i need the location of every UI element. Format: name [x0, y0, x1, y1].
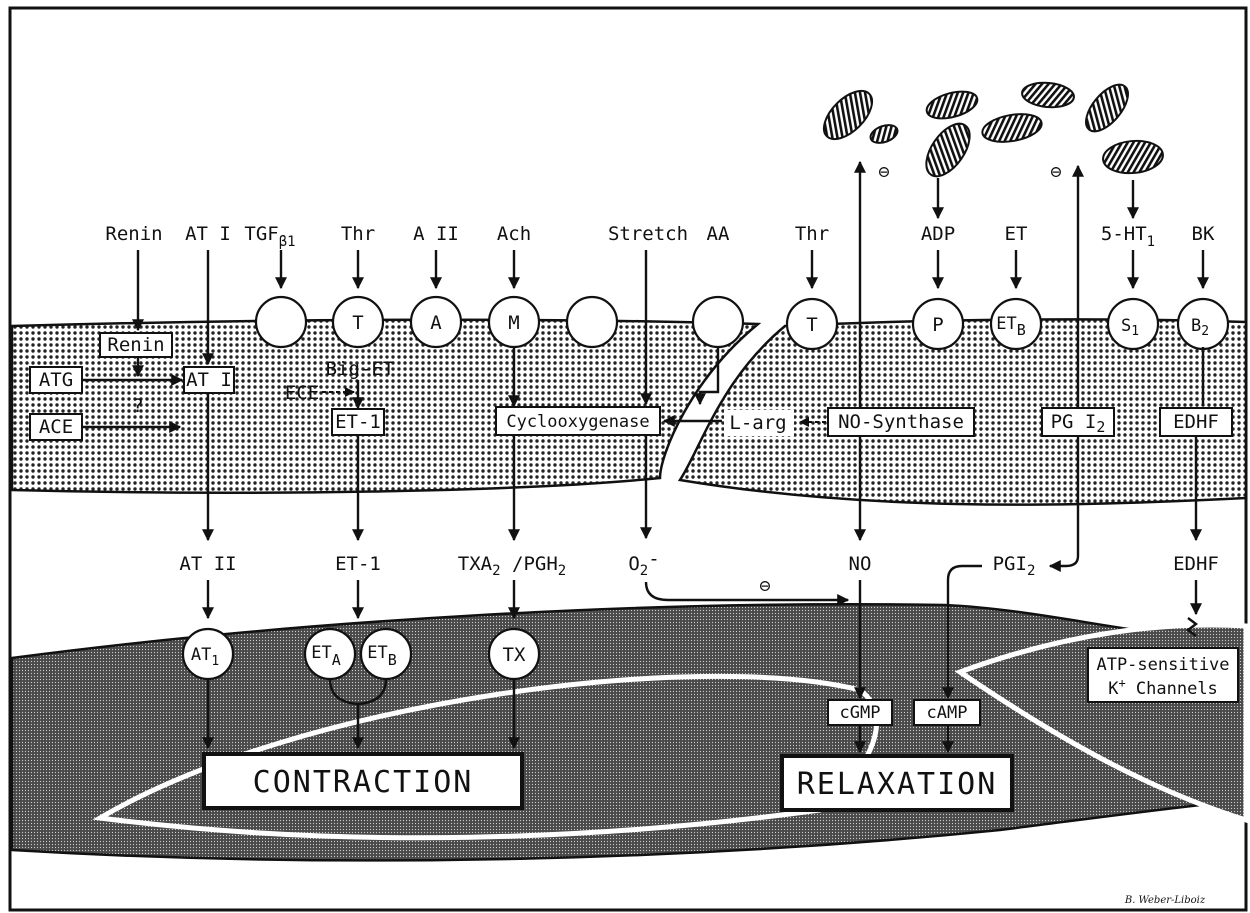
stimulus-angiotensin-2: A II [413, 223, 459, 245]
stimulus-thrombin-left: Thr [341, 223, 375, 245]
box-cgmp-label: cGMP [840, 703, 881, 723]
box-angiotensin-1-label: AT I [186, 369, 232, 391]
stimulus-stretch: Stretch [608, 223, 688, 245]
box-camp-label: cAMP [927, 703, 968, 723]
stimulus-thrombin-right: Thr [795, 223, 829, 245]
inhibit-sign-no: ⊖ [878, 161, 889, 183]
receptor-tgf [256, 297, 306, 347]
outcome-relaxation: RELAXATION [797, 767, 998, 802]
stimulus-angiotensin-1: AT I [185, 223, 231, 245]
stimulus-endothelin: ET [1005, 223, 1028, 245]
stimulus-arachidonic-acid: AA [707, 223, 730, 245]
mediator-edhf: EDHF [1173, 553, 1219, 575]
mediator-nitric-oxide: NO [849, 553, 872, 575]
platelets [815, 78, 1164, 184]
artist-signature: B. Weber-Liboiz [1124, 895, 1206, 906]
stimulus-tgf-beta1: TGFβ1 [244, 223, 295, 250]
stimulus-adp: ADP [921, 223, 955, 245]
mediator-endothelin-1: ET-1 [335, 553, 381, 575]
atp-channel-line1: ATP-sensitive [1096, 655, 1229, 675]
mediator-txa2-pgh2: TXA2 /PGH2 [458, 553, 566, 579]
label-ece: ECE [285, 382, 319, 404]
stimulus-acetylcholine: Ach [497, 223, 531, 245]
box-renin-label: Renin [107, 334, 164, 356]
label-l-arg: L-arg [729, 412, 786, 434]
box-cyclooxygenase-label: Cyclooxygenase [506, 412, 649, 432]
receptor-label-m: M [508, 312, 519, 334]
stimulus-renin: Renin [105, 223, 162, 245]
inhibit-sign-o2: ⊖ [759, 575, 770, 597]
mediator-pgi2: PGI2 [993, 553, 1036, 579]
receptor-unlabeled [567, 297, 617, 347]
mediator-superoxide: O2- [628, 548, 659, 579]
receptor-label-a: A [430, 312, 442, 334]
receptor-label-tx: TX [503, 644, 526, 666]
box-atg-label: ATG [39, 369, 73, 391]
label-big-et: Big-ET [326, 358, 395, 380]
box-et-1-label: ET-1 [335, 411, 381, 433]
receptor-label-p: P [932, 314, 943, 336]
receptor-aa [693, 297, 743, 347]
receptor-label-t-left: T [352, 312, 363, 334]
stimulus-bradykinin: BK [1192, 223, 1215, 245]
receptor-label-t-right: T [806, 314, 817, 336]
box-edhf-label: EDHF [1173, 411, 1219, 433]
box-ace-label: ACE [39, 416, 73, 438]
inhibit-sign-pgi2: ⊖ [1050, 161, 1061, 183]
unknown-pathway-mark: ? [132, 395, 143, 417]
box-no-synthase-label: NO-Synthase [838, 411, 964, 433]
stimulus-serotonin: 5-HT1 [1101, 223, 1155, 250]
outcome-contraction: CONTRACTION [253, 765, 474, 800]
mediator-angiotensin-2: AT II [179, 553, 236, 575]
